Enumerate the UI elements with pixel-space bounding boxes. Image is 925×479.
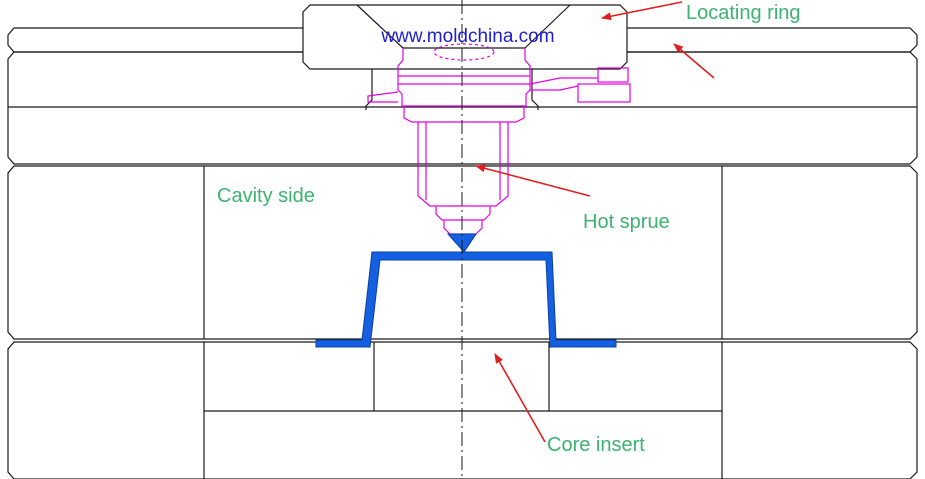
manifold-plate	[7, 51, 918, 165]
heater-wire-lower	[530, 85, 579, 91]
locating-ring-arrow-1	[601, 1, 683, 21]
thermocouple-lead	[367, 91, 399, 103]
heater-connector-upper	[597, 67, 629, 83]
sprue-housing-right	[531, 69, 539, 110]
cavity-side-label: Cavity side	[217, 185, 315, 207]
locating-ring-cone-left	[356, 4, 404, 49]
locating-ring-body	[302, 4, 628, 70]
hot-sprue-flange	[403, 106, 525, 123]
watermark-text: www.moldchina.com	[380, 26, 554, 47]
hot-sprue-head	[397, 48, 531, 107]
sprue-housing	[365, 69, 373, 110]
core-plate	[7, 341, 918, 479]
molded-part	[315, 251, 617, 348]
locating-ring-cone-right	[524, 4, 571, 49]
hot-sprue-tip	[435, 206, 491, 221]
hot-sprue-arrow	[475, 164, 591, 197]
cavity-plate	[7, 165, 918, 340]
sprue-bore-arc	[433, 43, 495, 61]
hot-sprue-body	[417, 122, 509, 207]
locating-ring-label: Locating ring	[686, 2, 801, 24]
heater-connector-lower	[577, 83, 631, 103]
core-insert-label: Core insert	[547, 434, 645, 456]
hot-sprue-tip-lower	[443, 220, 483, 235]
heater-wire	[529, 77, 598, 85]
locating-ring-arrow-2	[673, 43, 715, 79]
hot-sprue-label: Hot sprue	[583, 211, 670, 233]
core-insert-arrow	[494, 353, 546, 443]
